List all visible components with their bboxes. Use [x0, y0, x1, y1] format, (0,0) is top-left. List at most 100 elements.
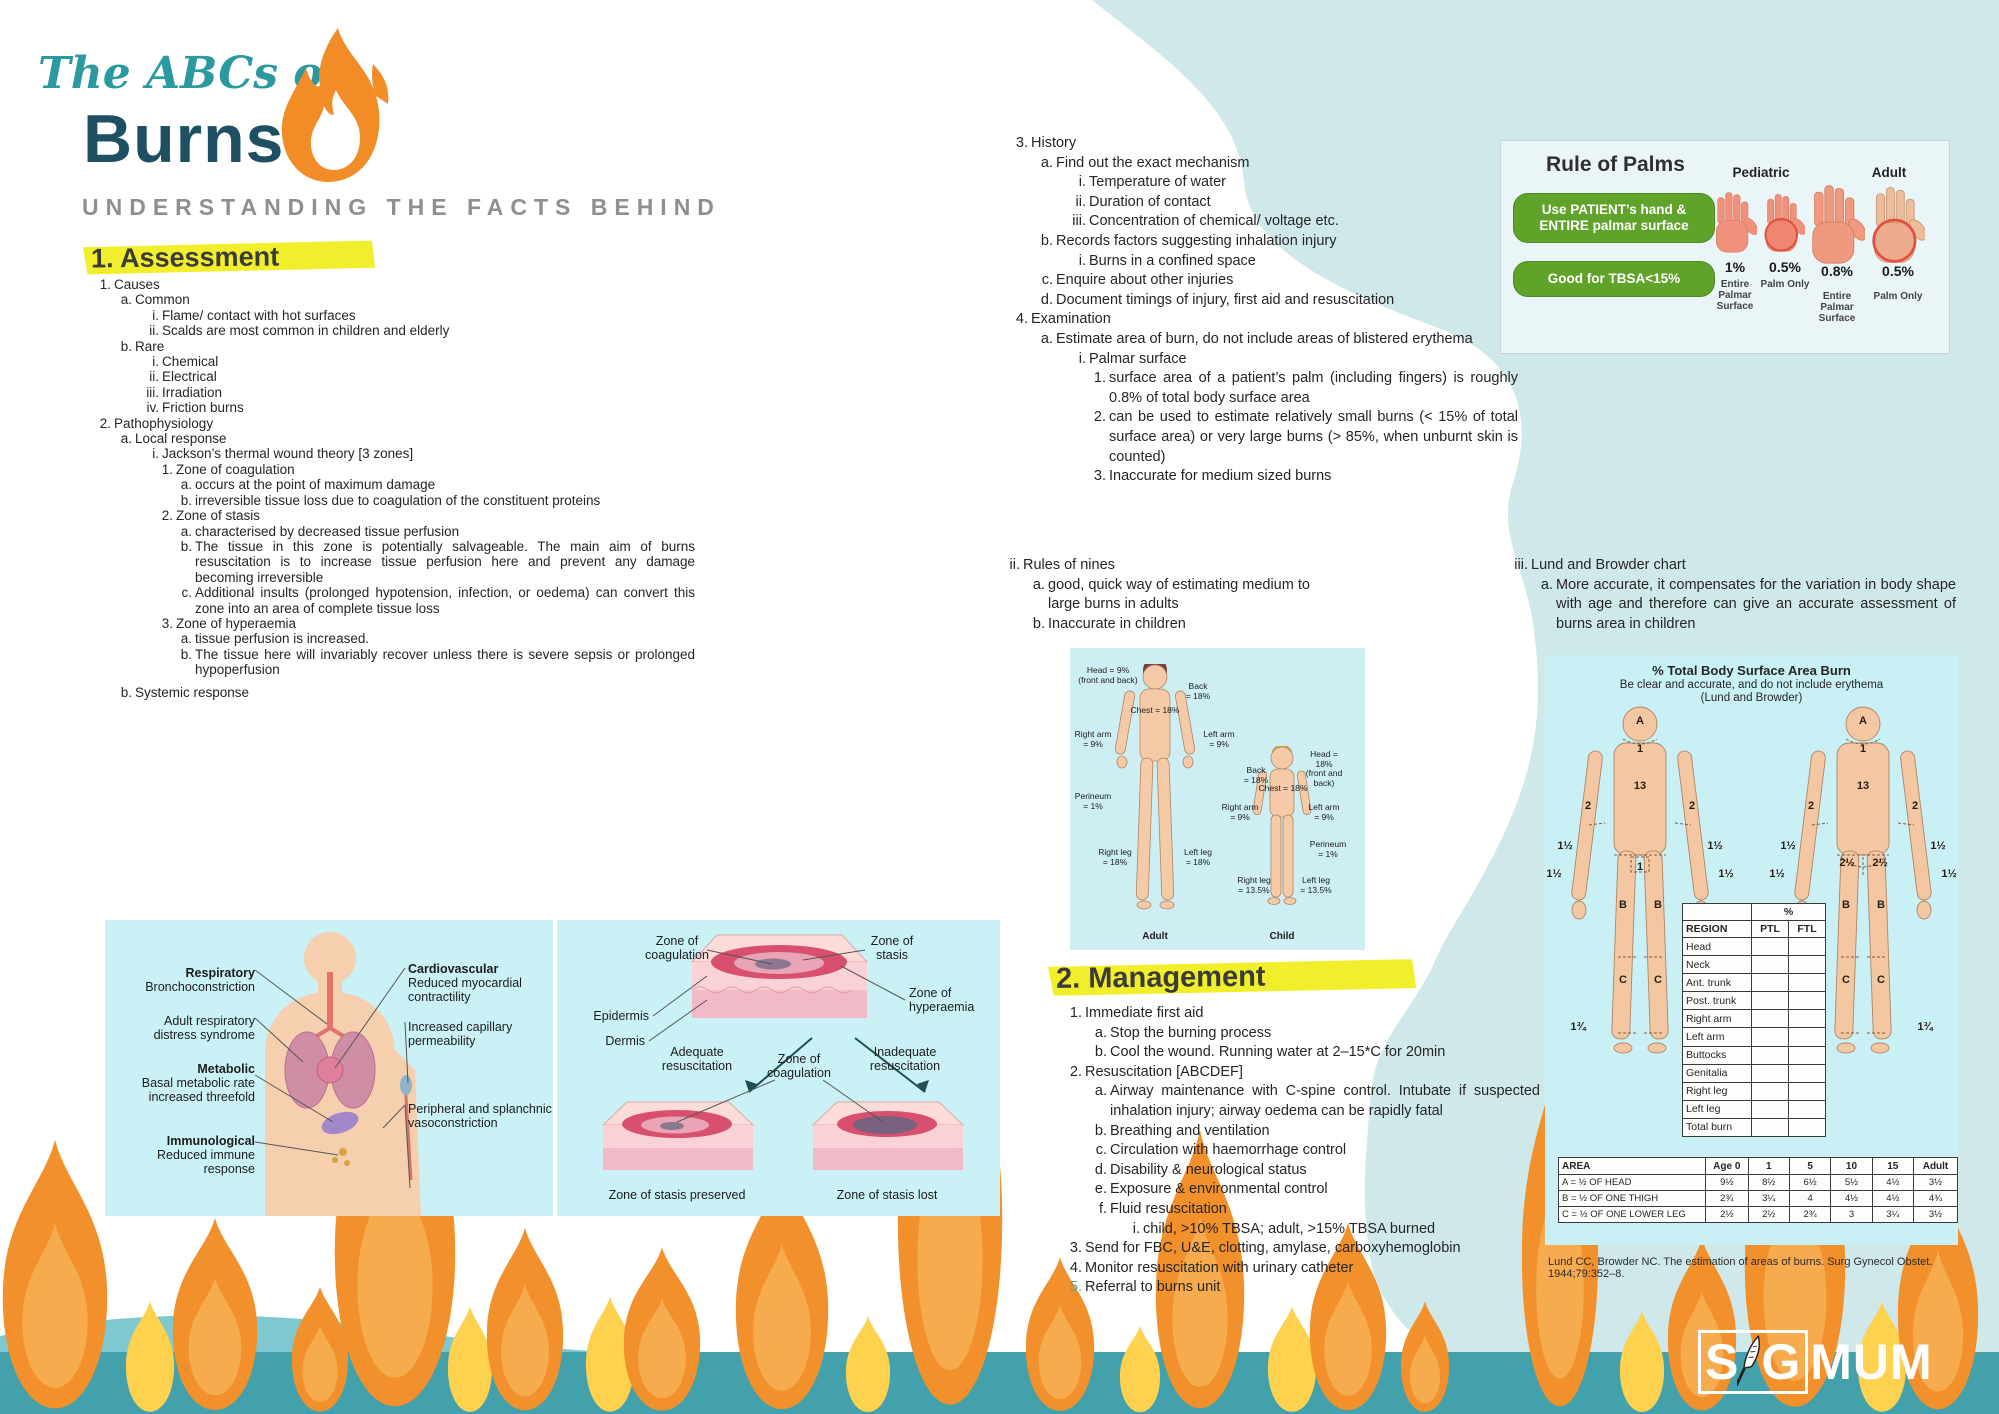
flame-inner-shape — [638, 1298, 686, 1399]
list-marker: a. — [120, 292, 132, 308]
table-row: Neck — [1682, 955, 1826, 975]
front-right-arm-value: 2 — [1584, 800, 1592, 812]
logo-letters-mum: MUM — [1810, 1334, 1933, 1390]
table-cell: 3 — [1830, 1206, 1873, 1223]
list-marker: a. — [180, 477, 192, 493]
list-item: i.child, >10% TBSA; adult, >15% TBSA bur… — [1114, 1220, 1540, 1240]
front-left-arm-value: 2 — [1688, 800, 1696, 812]
list-text: Records factors suggesting inhalation in… — [1056, 232, 1337, 249]
table-cell: 6½ — [1788, 1174, 1832, 1191]
child-head-label: Head = 18% (front and back) — [1305, 749, 1343, 788]
list-text: Duration of contact — [1089, 193, 1211, 210]
table-cell — [1751, 955, 1789, 975]
list-item: c.Circulation with haemorrhage control — [1088, 1141, 1540, 1161]
tagline: UNDERSTANDING THE FACTS BEHIND — [82, 194, 721, 220]
burn-zones-diagram: Zone of coagulation Zone of stasis Zone … — [557, 920, 1000, 1216]
list-item: iii.Lund and Browder chart — [1508, 556, 1956, 576]
list-marker: b. — [120, 338, 132, 354]
list-marker: 1. — [1069, 1005, 1082, 1021]
flame-inner-shape — [22, 1223, 88, 1388]
list-marker: 1. — [1093, 370, 1106, 387]
flame-inner-shape — [501, 1284, 549, 1397]
list-item: 2.Resuscitation [ABCDEF] — [1062, 1063, 1540, 1083]
list-marker: d. — [1040, 291, 1053, 308]
flame-icon — [281, 28, 389, 182]
list-marker: c. — [181, 585, 192, 601]
adult-back-label: Back = 18% — [1185, 681, 1211, 701]
list-item: f.Fluid resuscitation — [1088, 1200, 1540, 1220]
list-text: Circulation with haemorrhage control — [1110, 1142, 1347, 1159]
adult-figure — [1114, 664, 1196, 910]
table-cell: 9½ — [1705, 1174, 1749, 1191]
list-marker: 4. — [1015, 311, 1028, 328]
list-text: Estimate area of burn, do not include ar… — [1056, 330, 1473, 347]
child-figure — [1252, 746, 1312, 905]
adult-entire-hand — [1812, 185, 1865, 264]
label-adequate: Adequate resuscitation — [661, 1045, 733, 1073]
child-chest-label: Chest = 18% — [1258, 783, 1308, 793]
list-marker: i. — [152, 446, 159, 462]
table-cell: Right arm — [1682, 1009, 1752, 1029]
caption-stasis-lost: Zone of stasis lost — [836, 1188, 938, 1202]
table-cell — [1788, 1009, 1826, 1029]
list-text: can be used to estimate relatively small… — [1109, 409, 1518, 465]
list-item: 1.Causes — [95, 277, 695, 292]
lund-chart-subtitle: Be clear and accurate, and do not includ… — [1619, 679, 1884, 704]
list-item: b.irreversible tissue loss due to coagul… — [175, 493, 695, 508]
caption-stasis-preserved: Zone of stasis preserved — [608, 1188, 746, 1202]
child-right-arm-label: Right arm = 9% — [1221, 802, 1259, 822]
list-item: a.occurs at the point of maximum damage — [175, 477, 695, 492]
list-marker: a. — [1032, 576, 1045, 593]
list-marker: a. — [1094, 1083, 1107, 1100]
list-item: a.More accurate, it compensates for the … — [1534, 576, 1956, 635]
list-item: b.The tissue here will invariably recove… — [175, 647, 695, 678]
table-cell — [1751, 1027, 1789, 1047]
back-right-forearm-value: 1½ — [1780, 840, 1796, 852]
list-item: c.Enquire about other injuries — [1034, 271, 1518, 291]
list-marker: i. — [1078, 350, 1086, 367]
list-marker: ii. — [1009, 557, 1020, 573]
label-zone-hyperaemia: Zone of hyperaemia — [909, 986, 975, 1014]
back-left-leg-value: C — [1877, 974, 1885, 986]
table-cell — [1788, 1027, 1826, 1047]
list-marker: b. — [1094, 1122, 1107, 1139]
list-item: 4.Monitor resuscitation with urinary cat… — [1062, 1259, 1540, 1279]
list-text: Jackson’s thermal wound theory [3 zones] — [162, 446, 414, 462]
table-cell — [1788, 955, 1826, 975]
table-cell: 2¾ — [1705, 1190, 1749, 1207]
list-marker: a. — [180, 631, 192, 647]
table-cell: 4½ — [1830, 1190, 1873, 1207]
list-text: Burns in a confined space — [1089, 252, 1256, 269]
table-cell: 3¼ — [1747, 1190, 1790, 1207]
list-item: a.Local response — [115, 431, 695, 446]
table-cell — [1751, 1099, 1789, 1119]
list-text: Chemical — [162, 354, 219, 370]
list-text: Rules of nines — [1023, 557, 1115, 573]
logo-letter-g: G — [1761, 1334, 1802, 1390]
list-text: Document timings of injury, first aid an… — [1056, 291, 1395, 308]
list-marker: i. — [152, 354, 159, 370]
list-marker: b. — [180, 646, 192, 662]
list-marker: ii. — [1075, 193, 1086, 210]
list-item: 3.Send for FBC, U&E, clotting, amylase, … — [1062, 1239, 1540, 1259]
list-marker: i. — [1078, 174, 1086, 191]
table-cell: Total burn — [1682, 1117, 1752, 1138]
rule-of-palms-panel: Rule of Palms Use PATIENT’s hand & ENTIR… — [1500, 140, 1950, 354]
script-title: The ABCs of — [38, 48, 342, 99]
list-text: Airway maintenance with C-spine control.… — [1110, 1083, 1540, 1119]
list-text: Irradiation — [162, 384, 223, 400]
list-marker: b. — [1032, 615, 1045, 632]
list-item: iii.Concentration of chemical/ voltage e… — [1060, 212, 1518, 232]
table-cell — [1751, 973, 1789, 993]
list-text: good, quick way of estimating medium to … — [1048, 576, 1310, 613]
front-left-leg-value: C — [1654, 974, 1662, 986]
list-text: Rare — [135, 338, 165, 354]
list-text: History — [1031, 135, 1077, 151]
adult-left-arm-label: Left arm = 9% — [1203, 729, 1235, 749]
list-text: Local response — [135, 431, 227, 447]
